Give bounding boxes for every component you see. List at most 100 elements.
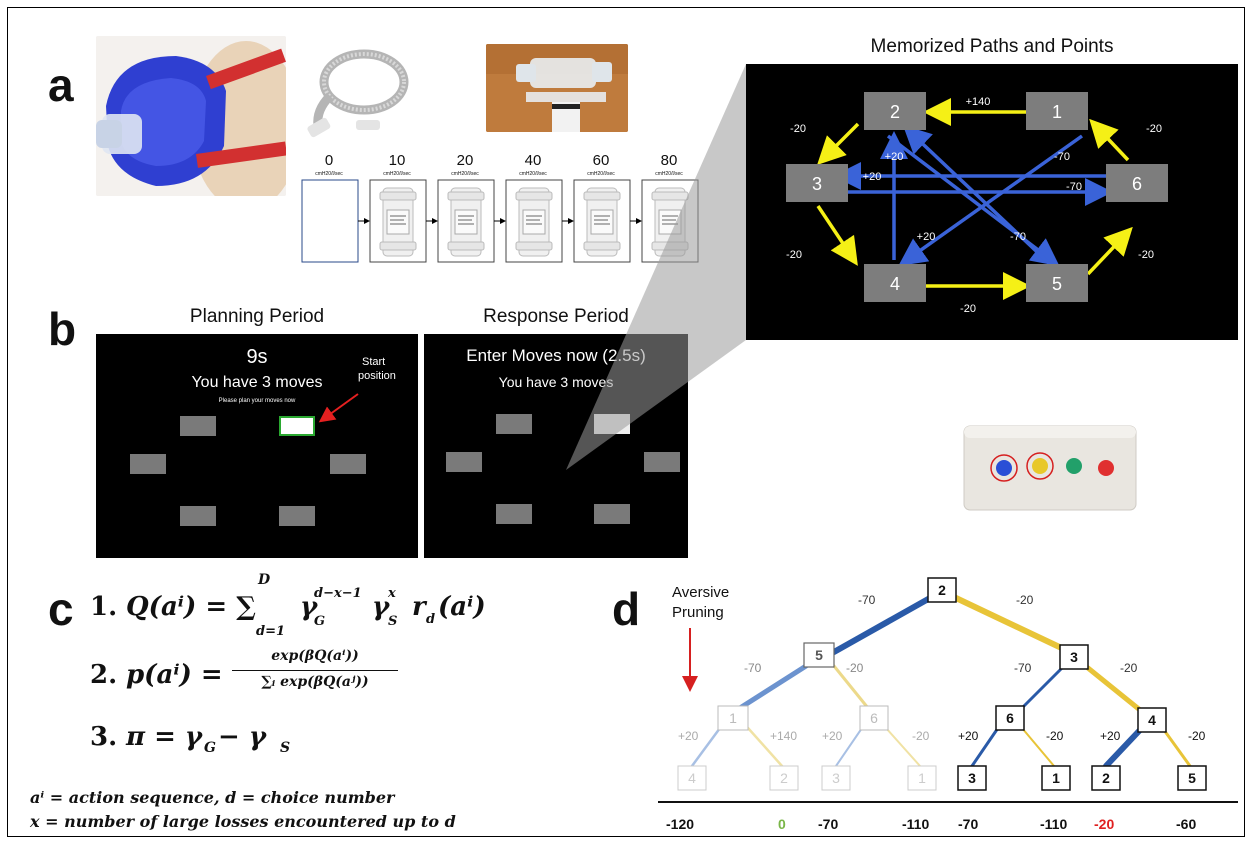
eq2-denominator: ∑ᵢ exp(βQ(aʲ)) [261, 674, 369, 690]
response-title: Response Period [483, 306, 629, 327]
start-label-2: position [358, 370, 396, 382]
planning-start-node [279, 416, 315, 436]
tree-node [1137, 707, 1167, 733]
tree-edge-label: +20 [822, 729, 843, 743]
graph-edge [902, 125, 1054, 268]
memorized-graph-screen: 1 2 3 4 5 6 +140 -20 -20 -20 -20 -20 +20… [746, 64, 1238, 340]
graph-node-label: 5 [1052, 274, 1062, 294]
definition-line-2: x = number of large losses encountered u… [30, 812, 456, 831]
outcome-total: 0 [778, 816, 786, 832]
tree-node-label: 2 [938, 582, 946, 598]
tree-edge [746, 726, 784, 768]
button-box-photo [958, 420, 1142, 516]
tree-edge-label: -70 [858, 593, 876, 607]
tree-edge [835, 727, 863, 767]
graph-edge-label: -20 [790, 123, 806, 135]
resistance-unit: cmH20/l/sec [315, 171, 343, 177]
eq3-mid: − γ [218, 722, 267, 752]
graph-edge-label: -20 [960, 303, 976, 315]
aversive-label: Aversive [672, 584, 730, 601]
tree-node-label: 3 [1070, 649, 1078, 665]
tree-edge [831, 595, 933, 655]
planning-title: Planning Period [189, 306, 325, 327]
tree-node [803, 642, 835, 668]
planning-node [330, 454, 366, 474]
tree-node-label: 4 [1148, 712, 1156, 728]
eq1-lhs: Q(aⁱ) = ∑ [126, 592, 256, 622]
graph-node-label: 1 [1052, 102, 1062, 122]
outcome-total: -120 [666, 816, 695, 832]
graph-node-label: 6 [1132, 174, 1142, 194]
tree-node-label: 6 [870, 710, 878, 726]
resistance-value: 10 [388, 152, 406, 169]
response-node [496, 414, 532, 434]
tree-edge-label: +140 [770, 729, 797, 743]
breathing-tube-photo [302, 40, 412, 140]
graph-node [786, 164, 848, 202]
planning-node [180, 416, 216, 436]
tree-node-label: 3 [968, 770, 976, 786]
graph-edge-label: -20 [1146, 123, 1162, 135]
tree-node [907, 765, 937, 791]
response-screen: Enter Moves now (2.5s) You have 3 moves [424, 334, 688, 558]
eq1-sum-upper: D [258, 572, 271, 588]
tree-node-label: 5 [1188, 770, 1196, 786]
panel-label-b: b [48, 303, 77, 355]
tree-node [717, 705, 749, 731]
outcome-total: -70 [958, 816, 979, 832]
start-label: Start [362, 356, 386, 368]
tree-edge [832, 664, 870, 710]
graph-edge-label: -70 [1066, 181, 1082, 193]
tree-node [927, 577, 957, 603]
memorized-graph: 1 2 3 4 5 6 +140 -20 -20 -20 -20 -20 +20… [786, 92, 1168, 315]
planning-timer: 9s [246, 346, 268, 368]
tree-node [1059, 644, 1089, 670]
graph-node-label: 3 [812, 174, 822, 194]
eq1-gamma-s-sub: S [388, 614, 398, 629]
tree-node-label: 6 [1006, 710, 1014, 726]
eq2-fraction-bar [232, 670, 398, 671]
resistance-value: 0 [324, 152, 334, 169]
eq3-sub-s: S [280, 740, 291, 756]
tree-node-label: 2 [1102, 770, 1110, 786]
eq2-numerator: exp(βQ(aⁱ)) [271, 648, 359, 664]
tree-node [1177, 765, 1207, 791]
graph-node-label: 4 [890, 274, 900, 294]
tree-edge-label: -70 [744, 661, 762, 675]
planning-screen: 9s You have 3 moves Please plan your mov… [96, 334, 418, 558]
tree-edge-label: +20 [958, 729, 979, 743]
figure-frame [7, 7, 1245, 837]
resistance-unit: cmH20/l/sec [655, 171, 683, 177]
graph-edge [898, 134, 1084, 267]
outcome-total: -110 [902, 816, 930, 832]
tree-edge-label: -20 [1016, 593, 1034, 607]
panel-label-d: d [612, 583, 641, 635]
tree-edge-label: -20 [846, 661, 864, 675]
graph-edge-label: -20 [786, 249, 802, 261]
tree-node [1091, 765, 1121, 791]
response-node [644, 452, 680, 472]
eq1-gamma-s: γ [372, 592, 390, 622]
response-node [496, 504, 532, 524]
eq3-sub-g: G [204, 740, 216, 756]
graph-edge-label: -20 [1138, 249, 1154, 261]
tree-node [677, 765, 707, 791]
tree-edge [953, 595, 1073, 655]
tree-node [957, 765, 987, 791]
valve-photo [486, 44, 628, 132]
tree-edge [737, 663, 809, 711]
response-moves: You have 3 moves [498, 374, 614, 390]
resistance-value: 20 [456, 152, 474, 169]
eq1-gamma-s-sup: x [388, 586, 396, 601]
tree-edge-label: -20 [1046, 729, 1064, 743]
resistance-unit: cmH20/l/sec [383, 171, 411, 177]
planning-node [279, 506, 315, 526]
tree-edge [690, 726, 722, 768]
response-prompt: Enter Moves now (2.5s) [466, 346, 646, 365]
resistance-unit: cmH20/l/sec [587, 171, 615, 177]
tree-edge [1162, 728, 1192, 768]
eq1-gamma-g-sup: d−x−1 [314, 586, 362, 601]
graph-edge-label: +140 [966, 96, 991, 108]
tree-edge [1103, 727, 1143, 769]
eq1-gamma-g-sub: G [314, 614, 326, 629]
